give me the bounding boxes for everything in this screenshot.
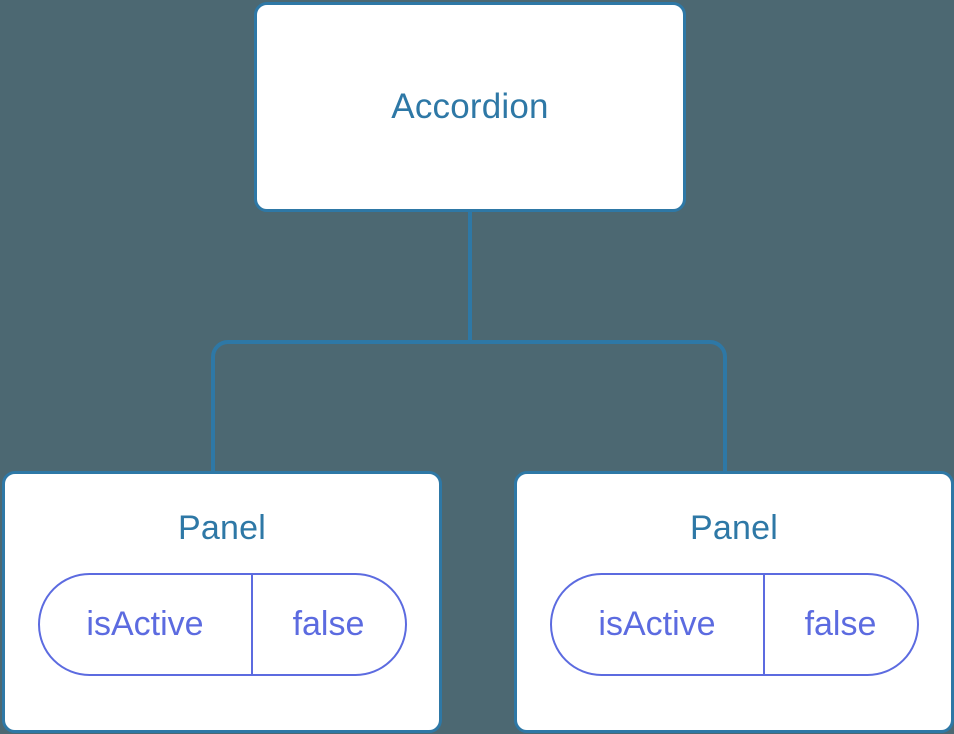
node-accordion[interactable]: Accordion bbox=[254, 2, 686, 212]
node-panel-right-label: Panel bbox=[690, 509, 778, 547]
state-value-isactive: false bbox=[804, 605, 877, 644]
node-panel-right[interactable]: Panel isActive false bbox=[514, 471, 954, 733]
state-badge-panel-right[interactable]: isActive false bbox=[549, 573, 919, 677]
state-value-isactive: false bbox=[292, 605, 365, 644]
node-accordion-label: Accordion bbox=[391, 86, 549, 126]
state-key-isactive: isActive bbox=[552, 575, 765, 675]
edge-bus-to-panel-right bbox=[470, 340, 727, 473]
node-panel-left[interactable]: Panel isActive false bbox=[2, 471, 442, 733]
state-key-isactive: isActive bbox=[40, 575, 253, 675]
node-panel-left-label: Panel bbox=[178, 509, 266, 547]
state-badge-panel-left[interactable]: isActive false bbox=[37, 573, 407, 677]
edge-bus-to-panel-left bbox=[211, 340, 470, 473]
